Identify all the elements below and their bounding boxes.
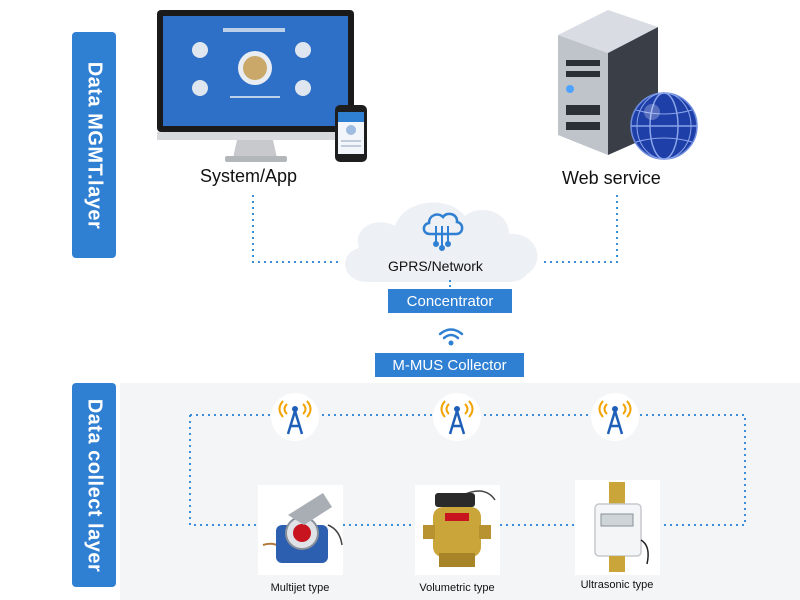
computer-monitor-icon <box>157 10 354 162</box>
cloud-network-icon <box>422 212 464 251</box>
smartphone-icon <box>335 105 367 162</box>
network-label: GPRS/Network <box>388 258 483 274</box>
web-service-label: Web service <box>562 168 661 188</box>
data-mgmt-layer-label: Data MGMT.layer <box>72 32 116 258</box>
concentrator-box: Concentrator <box>388 289 512 313</box>
system-app-label: System/App <box>200 166 298 186</box>
globe-icon <box>630 92 698 160</box>
multijet-meter-tile <box>258 485 343 575</box>
meter-label: Volumetric type <box>419 582 495 594</box>
data-collect-layer-label: Data collect layer <box>72 383 116 587</box>
volumetric-meter-icon <box>423 490 496 567</box>
meter-label: Multijet type <box>270 582 330 594</box>
antenna-icon <box>591 393 639 441</box>
antenna-icon <box>433 393 481 441</box>
antenna-icon <box>271 393 319 441</box>
ultrasonic-meter-tile <box>575 480 660 575</box>
wifi-icon <box>438 328 464 346</box>
multijet-meter-icon <box>262 493 343 563</box>
volumetric-meter-tile <box>415 485 500 575</box>
collector-box: M-MUS Collector <box>375 353 524 377</box>
ultrasonic-meter-icon <box>594 482 649 572</box>
meter-label: Ultrasonic type <box>580 579 654 591</box>
